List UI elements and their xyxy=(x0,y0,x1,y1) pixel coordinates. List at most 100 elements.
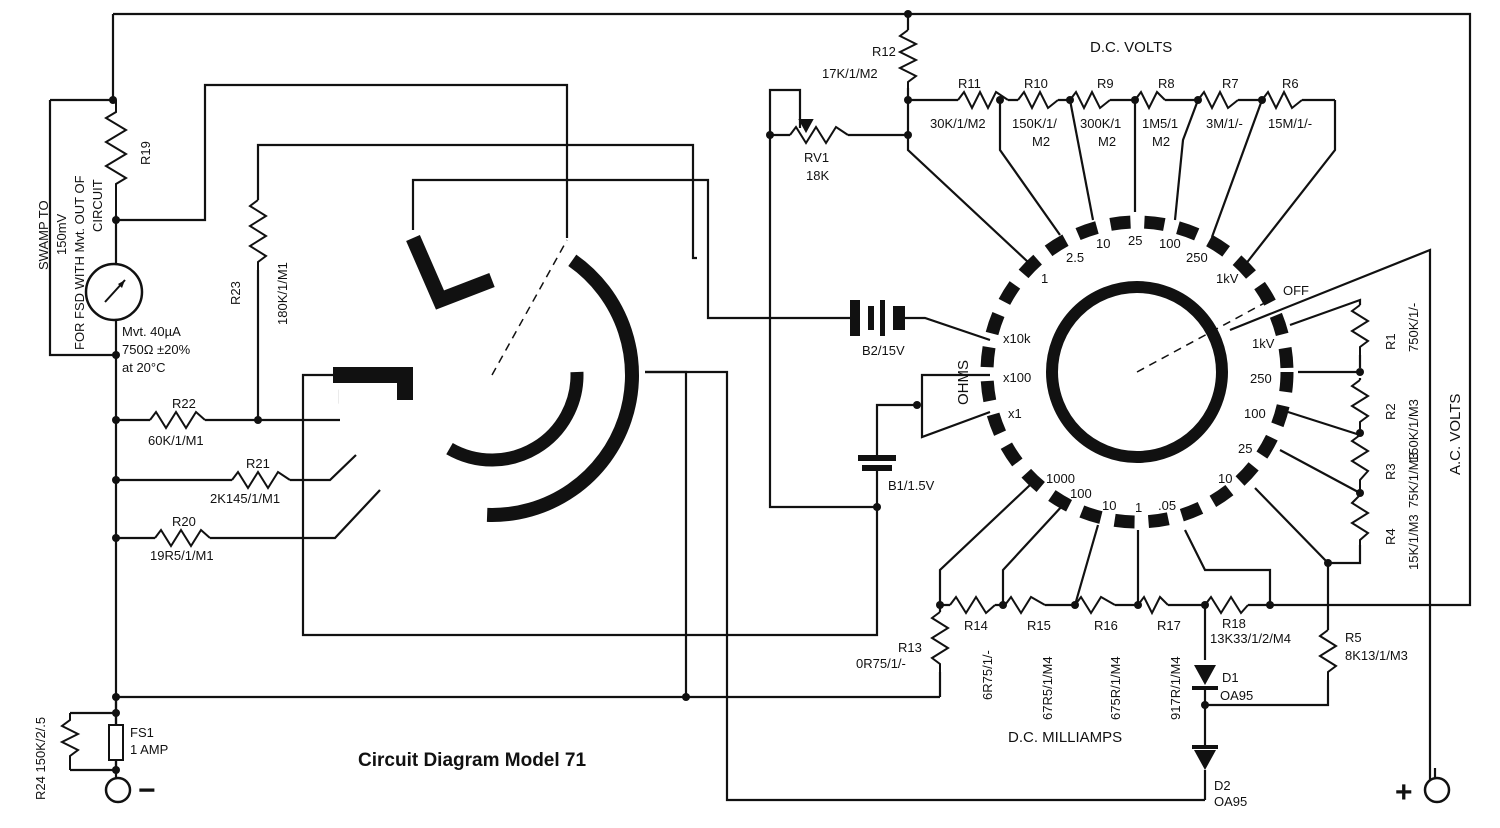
meter-movement xyxy=(84,262,144,322)
movement-resistance: 750Ω ±20% xyxy=(122,342,191,357)
resistors xyxy=(59,29,1370,770)
r7-symbol xyxy=(1197,89,1239,111)
battery-b2-symbol xyxy=(850,300,905,336)
r9-symbol xyxy=(1069,89,1111,111)
positive-terminal[interactable] xyxy=(1423,776,1451,804)
r3-name: R3 xyxy=(1383,463,1398,480)
junction-dots xyxy=(109,10,1364,774)
r16-value: 675R/1/M4 xyxy=(1108,656,1123,720)
r5-symbol xyxy=(1318,629,1338,680)
r11-name: R11 xyxy=(958,76,981,91)
b2-label: B2/15V xyxy=(862,343,905,358)
swamp-note-line1: SWAMP TO xyxy=(36,200,51,270)
negative-terminal-label: − xyxy=(138,774,156,807)
r10-value2: M2 xyxy=(1032,134,1050,149)
pos-acv-100: 100 xyxy=(1244,406,1266,421)
fs1-name: FS1 xyxy=(130,725,154,740)
r20-symbol xyxy=(154,528,211,548)
rv1-symbol xyxy=(789,125,849,145)
r18-symbol xyxy=(1204,595,1249,615)
pos-ohm-x1: x1 xyxy=(1008,406,1022,421)
r1-value: 750K/1/- xyxy=(1406,303,1421,352)
r1-name: R1 xyxy=(1383,333,1398,350)
r23-name: R23 xyxy=(228,281,243,305)
ohms-heading: OHMS xyxy=(955,360,972,405)
r9-name: R9 xyxy=(1097,76,1114,91)
pos-ma-1000: 1000 xyxy=(1046,471,1075,486)
diode-d2-symbol xyxy=(1192,745,1218,770)
r8-symbol xyxy=(1134,90,1166,111)
r10-value: 150K/1/ xyxy=(1012,116,1057,131)
rv1-value: 18K xyxy=(806,168,829,183)
negative-terminal[interactable] xyxy=(104,776,132,804)
rv1-wiper-arrow xyxy=(798,119,814,134)
r2-name: R2 xyxy=(1383,403,1398,420)
pos-dcv-25: 25 xyxy=(1128,233,1142,248)
r2-value: 150K/1/M3 xyxy=(1406,399,1421,462)
dc-volts-heading: D.C. VOLTS xyxy=(1090,39,1172,56)
r4-value: 15K/1/M3 xyxy=(1406,514,1421,570)
r19-symbol xyxy=(104,100,128,215)
pos-dcv-250: 250 xyxy=(1186,250,1208,265)
r9-value: 300K/1 xyxy=(1080,116,1121,131)
r4-symbol xyxy=(1350,494,1370,545)
r7-name: R7 xyxy=(1222,76,1239,91)
r17-symbol xyxy=(1137,595,1169,616)
r4-name: R4 xyxy=(1383,528,1398,545)
r14-name: R14 xyxy=(964,618,988,633)
r2-symbol xyxy=(1350,379,1370,430)
swamp-note-line2: 150mV xyxy=(54,213,69,255)
positive-terminal-label: + xyxy=(1395,776,1413,809)
r22-name: R22 xyxy=(172,396,196,411)
d1-value: OA95 xyxy=(1220,688,1253,703)
r22-symbol xyxy=(149,410,206,430)
left-switch-wiper-arc-outer xyxy=(486,254,639,522)
b1-label: B1/1.5V xyxy=(888,478,935,493)
r12-symbol xyxy=(897,29,919,88)
r8-value2: M2 xyxy=(1152,134,1170,149)
right-switch-pointer-line xyxy=(1136,299,1271,373)
r5-name: R5 xyxy=(1345,630,1362,645)
r16-name: R16 xyxy=(1094,618,1118,633)
pos-acv-1kv: 1kV xyxy=(1252,336,1275,351)
r19-name: R19 xyxy=(138,141,153,165)
r18-value: 13K33/1/2/M4 xyxy=(1210,631,1291,646)
pos-dcv-100: 100 xyxy=(1159,236,1181,251)
pos-ohm-x10k: x10k xyxy=(1003,331,1031,346)
fs1-value: 1 AMP xyxy=(130,742,168,757)
diagram-title: Circuit Diagram Model 71 xyxy=(358,750,586,771)
pos-dcv-1kv: 1kV xyxy=(1216,271,1239,286)
movement-temperature: at 20°C xyxy=(122,360,166,375)
r6-name: R6 xyxy=(1282,76,1299,91)
r8-name: R8 xyxy=(1158,76,1175,91)
r8-value: 1M5/1 xyxy=(1142,116,1178,131)
r15-symbol xyxy=(1004,595,1046,615)
pos-dcv-2-5: 2.5 xyxy=(1066,250,1084,265)
r12-value: 17K/1/M2 xyxy=(822,66,878,81)
left-switch-wiper-arc-inner xyxy=(446,371,584,467)
r6-symbol xyxy=(1261,89,1303,111)
battery-b1-symbol xyxy=(858,455,896,471)
r23-symbol xyxy=(248,199,268,270)
left-switch-wiper-blade-top xyxy=(406,235,495,310)
r6-value: 15M/1/- xyxy=(1268,116,1312,131)
pos-dcv-1: 1 xyxy=(1041,271,1048,286)
r3-value: 75K/1/M3 xyxy=(1406,452,1421,508)
movement-label: Mvt. 40µA xyxy=(122,324,181,339)
d2-value: OA95 xyxy=(1214,794,1247,809)
left-range-switch xyxy=(333,235,639,522)
r7-value: 3M/1/- xyxy=(1206,116,1243,131)
r10-name: R10 xyxy=(1024,76,1048,91)
r22-value: 60K/1/M1 xyxy=(148,433,204,448)
ac-volts-heading: A.C. VOLTS xyxy=(1447,394,1464,475)
r13-symbol xyxy=(930,611,950,672)
r23-value: 180K/1/M1 xyxy=(275,262,290,325)
pos-off: OFF xyxy=(1283,283,1309,298)
left-switch-wiper-blade-left xyxy=(333,367,413,400)
pos-acv-10: 10 xyxy=(1218,471,1232,486)
pos-acv-250: 250 xyxy=(1250,371,1272,386)
r14-value: 6R75/1/- xyxy=(980,650,995,700)
d2-name: D2 xyxy=(1214,778,1231,793)
r14-symbol xyxy=(949,595,996,615)
